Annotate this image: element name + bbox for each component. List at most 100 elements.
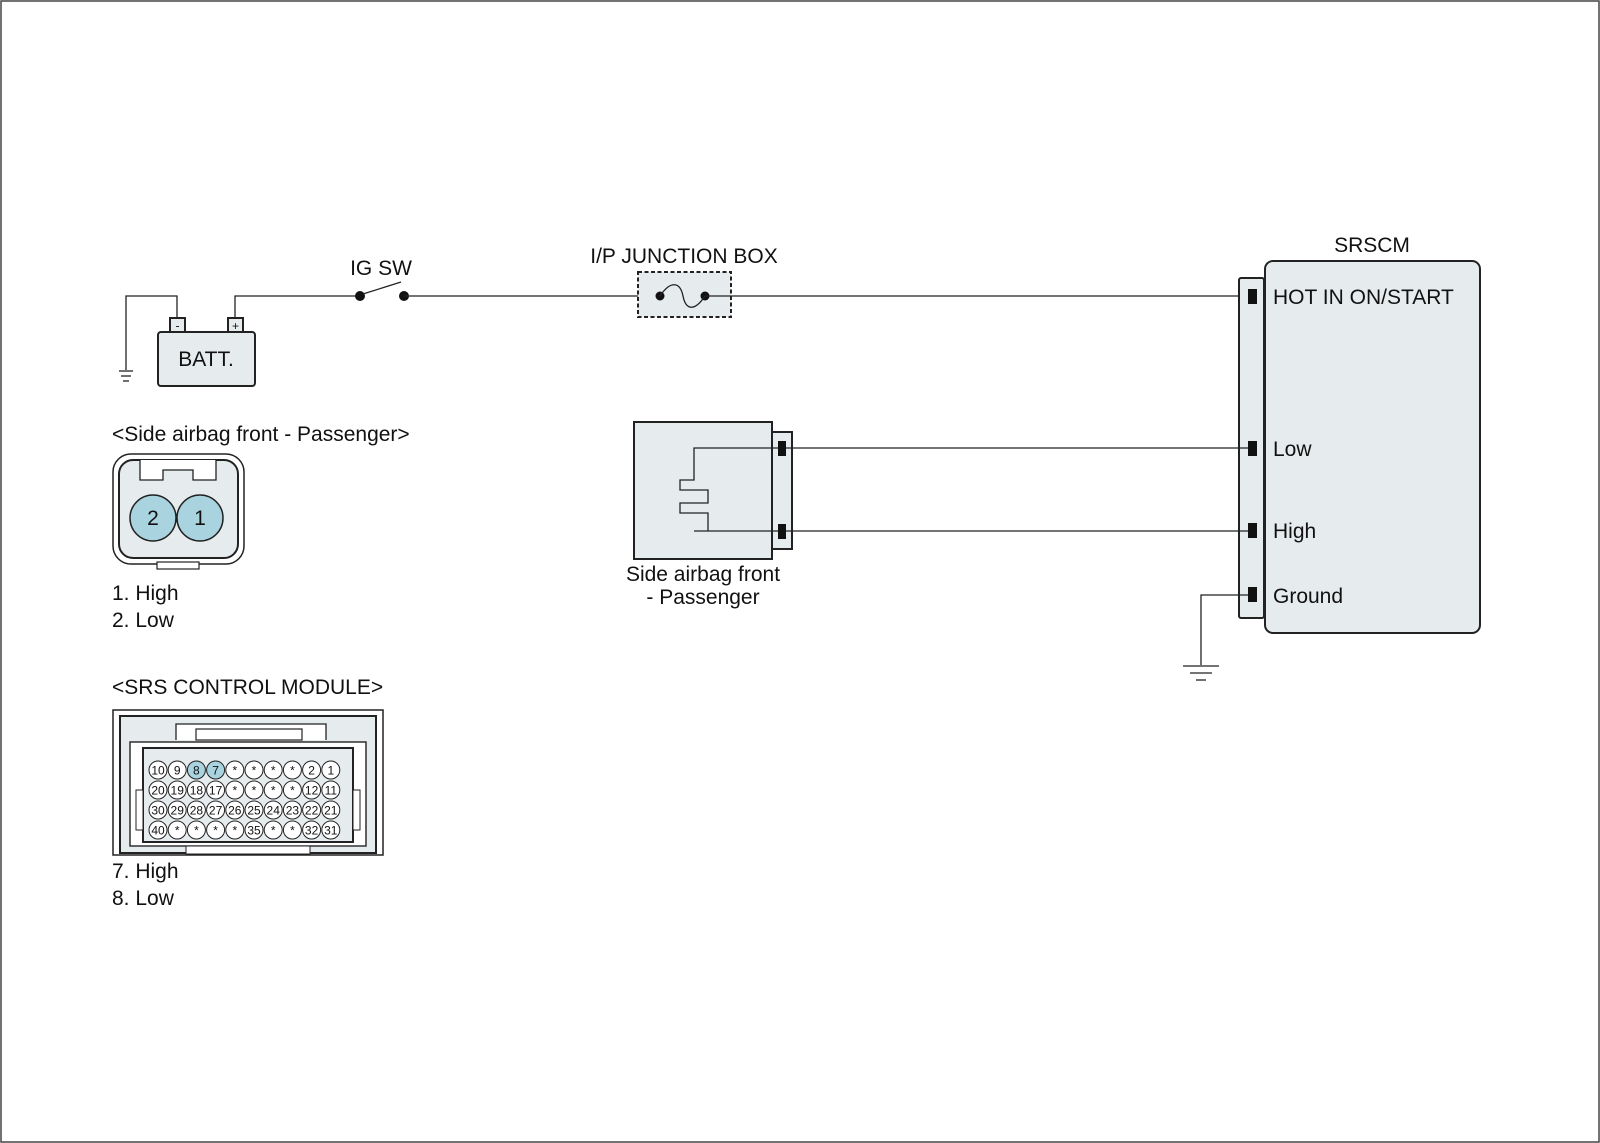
ignition-switch: IG SW	[350, 257, 412, 301]
srs-pin-2-4	[225, 800, 245, 820]
srs-pin-label-3-9: 31	[324, 824, 338, 838]
srs-connector-latch-slot	[195, 728, 303, 741]
srscm-pin-hot-terminal	[1248, 289, 1257, 304]
srs-pin-label-2-5: 25	[247, 804, 261, 818]
srs-pin-2-5	[244, 800, 264, 820]
srs-pin-label-3-2: *	[194, 824, 199, 838]
srs-pin-label-3-1: *	[175, 824, 180, 838]
airbag-label-line1: Side airbag front	[626, 563, 780, 586]
srs-legend-7: 7. High	[112, 860, 179, 883]
airbag-legend-1: 1. High	[112, 582, 179, 605]
srs-pin-0-2	[186, 760, 206, 780]
battery-negative-wire	[125, 295, 178, 370]
srs-pin-2-8	[302, 800, 322, 820]
srs-pin-label-2-4: 26	[228, 804, 242, 818]
srs-pin-label-3-0: 40	[151, 824, 165, 838]
airbag-connector-tab	[156, 561, 200, 570]
srs-pin-label-0-9: 1	[327, 764, 334, 778]
srs-pin-1-5	[244, 780, 264, 800]
junction-box: I/P JUNCTION BOX	[590, 245, 778, 318]
side-airbag-component: Side airbag front - Passenger	[626, 421, 793, 609]
srscm-body	[1264, 260, 1481, 634]
airbag-legend-2: 2. Low	[112, 609, 175, 632]
srs-pin-2-1	[167, 800, 187, 820]
srs-pin-label-0-5: *	[252, 764, 257, 778]
airbag-terminal-high	[778, 524, 786, 539]
srs-pin-2-7	[282, 800, 302, 820]
battery-label: BATT.	[178, 348, 234, 371]
srs-pin-0-8	[302, 760, 322, 780]
junction-box-label: I/P JUNCTION BOX	[590, 245, 777, 268]
srs-pin-3-0	[148, 820, 168, 840]
srs-pin-1-0	[148, 780, 168, 800]
battery-positive-sign: +	[232, 319, 239, 333]
junction-box-outline	[637, 271, 732, 318]
srs-pin-2-3	[206, 800, 226, 820]
airbag-connector-latch	[139, 460, 217, 481]
srs-pin-label-1-2: 18	[190, 784, 204, 798]
srs-pin-label-0-4: *	[232, 764, 237, 778]
airbag-connector-title: <Side airbag front - Passenger>	[112, 423, 410, 446]
srs-pin-2-2	[186, 800, 206, 820]
srs-pin-label-0-1: 9	[174, 764, 181, 778]
srs-pin-label-1-6: *	[271, 784, 276, 798]
fuse-element-icon	[659, 284, 706, 308]
srs-pin-label-2-0: 30	[151, 804, 165, 818]
srs-pin-3-8	[302, 820, 322, 840]
srs-pin-1-7	[282, 780, 302, 800]
srs-pin-label-2-3: 27	[209, 804, 223, 818]
airbag-pin-1-label: 1	[194, 507, 206, 530]
srs-pin-0-0	[148, 760, 168, 780]
srs-pin-label-3-8: 32	[305, 824, 319, 838]
ig-switch-lever	[362, 281, 402, 295]
srs-pin-0-1	[167, 760, 187, 780]
airbag-pin-1	[176, 494, 224, 542]
airbag-connector-view: 2 1	[112, 453, 245, 570]
srs-pin-label-3-4: *	[232, 824, 237, 838]
srs-pin-label-0-2: 8	[193, 764, 200, 778]
srs-pin-label-0-8: 2	[308, 764, 315, 778]
srscm-pin-ground-label: Ground	[1273, 585, 1343, 608]
srscm-pin-hot-label: HOT IN ON/START	[1273, 286, 1454, 309]
srs-pin-2-9	[321, 800, 341, 820]
srs-pin-label-1-1: 19	[171, 784, 185, 798]
srs-pin-3-2	[186, 820, 206, 840]
srs-pin-0-6	[263, 760, 283, 780]
ig-switch-label: IG SW	[350, 257, 412, 280]
srscm-ground-icon	[1183, 665, 1219, 681]
srs-pin-0-7	[282, 760, 302, 780]
airbag-pin-2-label: 2	[147, 507, 159, 530]
srs-pin-label-1-8: 12	[305, 784, 319, 798]
srs-pin-0-9	[321, 760, 341, 780]
srs-pin-0-5	[244, 760, 264, 780]
srs-pin-label-0-7: *	[290, 764, 295, 778]
srscm-pin-low-terminal	[1248, 441, 1257, 456]
srs-pin-label-3-6: *	[271, 824, 276, 838]
srs-pin-1-1	[167, 780, 187, 800]
srs-connector-title: <SRS CONTROL MODULE>	[112, 676, 383, 699]
srs-pin-1-4	[225, 780, 245, 800]
srs-pin-label-1-4: *	[232, 784, 237, 798]
ig-switch-contact-left	[355, 291, 365, 301]
srscm-pin-low-label: Low	[1273, 438, 1312, 461]
srs-pin-label-3-7: *	[290, 824, 295, 838]
srs-pin-3-3	[206, 820, 226, 840]
battery: - + BATT.	[157, 317, 256, 387]
srs-connector-right-key	[352, 789, 361, 831]
srs-pin-label-1-3: 17	[209, 784, 223, 798]
srs-pin-1-2	[186, 780, 206, 800]
srs-pin-0-4	[225, 760, 245, 780]
srscm-pin-high-label: High	[1273, 520, 1316, 543]
srs-pin-3-4	[225, 820, 245, 840]
srscm-module: SRSCM HOT IN ON/START Low High Ground	[1238, 234, 1481, 634]
srs-pin-label-2-8: 22	[305, 804, 319, 818]
battery-ground-icon	[119, 370, 133, 382]
srs-pin-label-1-9: 11	[325, 784, 338, 798]
srs-pin-1-9	[321, 780, 341, 800]
srs-legend-8: 8. Low	[112, 887, 175, 910]
srs-pin-label-3-3: *	[213, 824, 218, 838]
srscm-ground-wire	[1200, 594, 1248, 665]
srs-pin-1-6	[263, 780, 283, 800]
srs-pin-label-1-0: 20	[151, 784, 165, 798]
